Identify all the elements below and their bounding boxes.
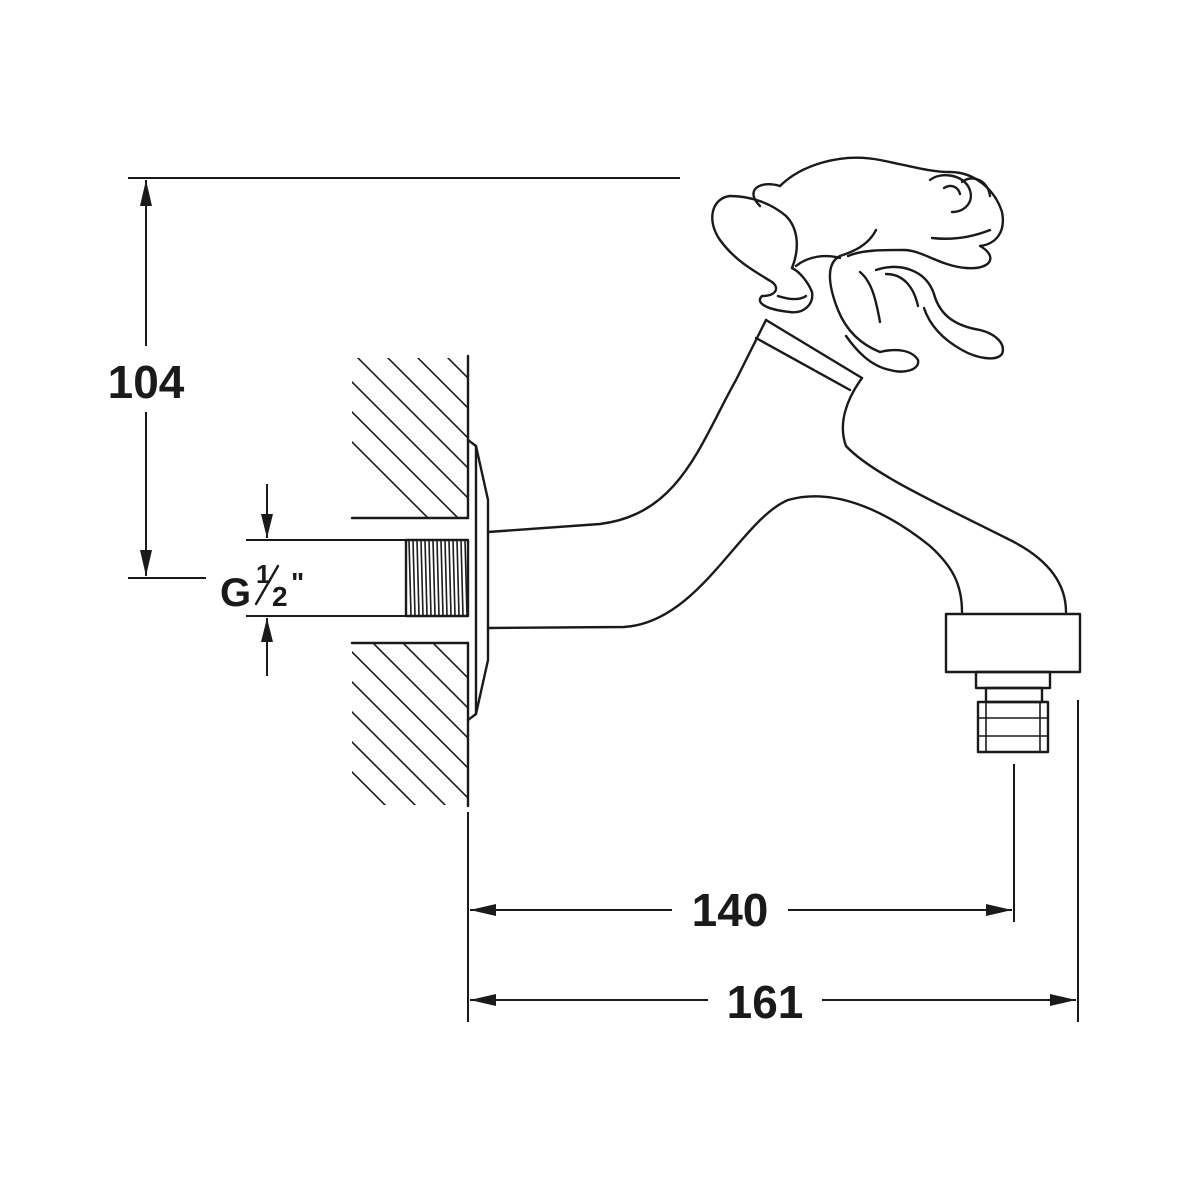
thread-fraction-bar — [254, 564, 280, 606]
thread-ridge — [464, 540, 468, 616]
wall-section — [350, 354, 470, 808]
hose-connector — [944, 612, 1082, 754]
thread-size-label: G 1 2 " — [220, 559, 304, 615]
thread-ridge — [456, 540, 460, 616]
dimension-height: 104 — [108, 177, 680, 579]
aerator-nut — [944, 612, 1082, 674]
thread-denominator: 2 — [272, 581, 288, 612]
thread-ridge — [424, 540, 428, 616]
connector-neck — [984, 686, 1044, 704]
thread-ridge — [432, 540, 436, 616]
thread-ridge — [440, 540, 444, 616]
faucet-body — [486, 318, 1068, 630]
thread-ridge — [460, 540, 464, 616]
connector-body — [976, 700, 1050, 754]
wall-hatching-lower — [352, 643, 468, 805]
wall-flange — [466, 438, 490, 722]
wall-hatching-upper — [352, 358, 468, 518]
thread-inch-mark: " — [291, 567, 304, 598]
thread-ridge — [428, 540, 432, 616]
thread-ridge — [436, 540, 440, 616]
thread-prefix: G — [220, 571, 251, 615]
thread-ridge — [416, 540, 420, 616]
thread-ridge — [420, 540, 424, 616]
height-dimension-label: 104 — [108, 356, 185, 408]
thread-ridge — [448, 540, 452, 616]
dimension-inner-length: 140 — [467, 764, 1015, 1022]
connector-top-ring — [974, 670, 1052, 690]
thread-ridge — [412, 540, 416, 616]
thread-ridge — [444, 540, 448, 616]
overall-length-dimension-label: 161 — [727, 976, 804, 1028]
thread-numerator: 1 — [256, 559, 270, 589]
threaded-inlet — [404, 538, 470, 618]
thread-ridge — [408, 540, 412, 616]
thread-ridge — [452, 540, 456, 616]
frog-handle — [711, 156, 1005, 373]
dimension-overall-length: 161 — [470, 700, 1079, 1028]
dimension-thread: G 1 2 " — [220, 484, 406, 676]
inner-length-dimension-label: 140 — [692, 884, 769, 936]
thread-ridges — [408, 540, 468, 616]
